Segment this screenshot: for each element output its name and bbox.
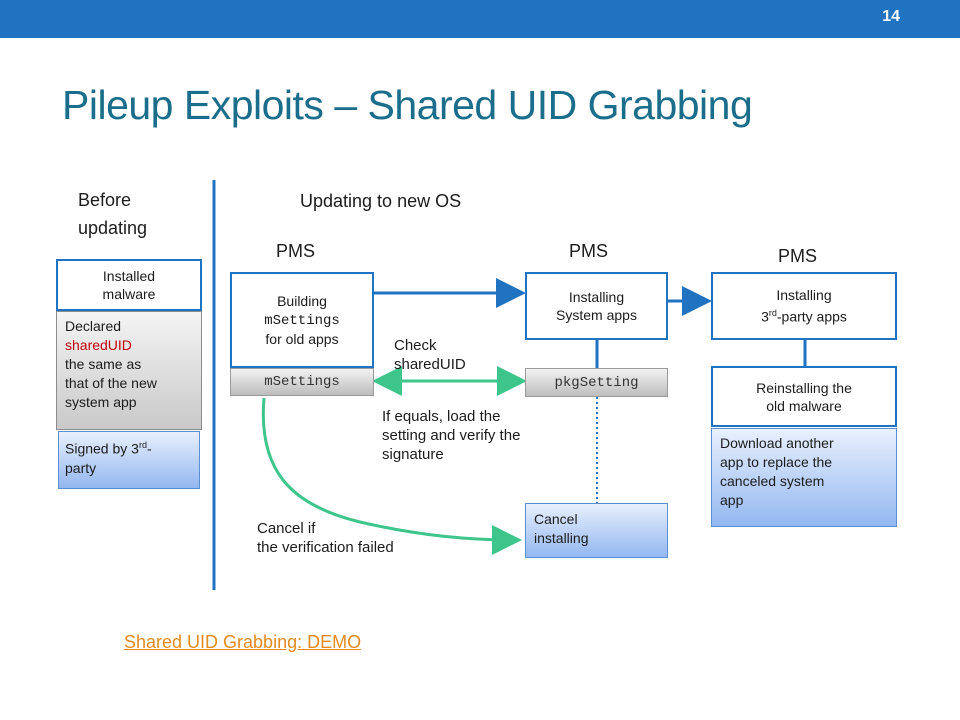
before-updating-label: Before updating	[78, 190, 148, 238]
signed-by-3rd-party-box: Signed by 3rd- party	[58, 431, 200, 489]
arrow-cancel-if	[261, 397, 522, 555]
cancel-if-note: Cancel if the verification failed	[257, 520, 394, 556]
updating-label: Updating to new OS	[300, 191, 462, 211]
pms-label-3: PMS	[778, 246, 818, 266]
pms-label-2: PMS	[569, 241, 609, 261]
download-another-app-box: Download another app to replace the canc…	[711, 428, 897, 527]
cancel-installing-box: Cancel installing	[525, 503, 668, 558]
installing-3rd-party-box: Installing 3rd-party apps	[711, 272, 897, 340]
slide-title: Pileup Exploits – Shared UID Grabbing	[62, 82, 753, 128]
declared-shareduid-box: Declared sharedUID the same as that of t…	[56, 311, 202, 430]
pms-label-1: PMS	[276, 241, 316, 261]
pkgsetting-box: pkgSetting	[525, 368, 668, 397]
msettings-box: mSettings	[230, 368, 374, 396]
slide-number: 14	[882, 8, 900, 25]
building-msettings-box: Building mSettings for old apps	[230, 272, 374, 368]
shareduid-text: sharedUID	[65, 337, 132, 353]
demo-link[interactable]: Shared UID Grabbing: DEMO	[124, 632, 362, 652]
check-shareduid-note: Check sharedUID	[394, 337, 466, 373]
if-equals-note: If equals, load the setting and verify t…	[382, 408, 521, 463]
top-bar: 14	[0, 0, 960, 38]
